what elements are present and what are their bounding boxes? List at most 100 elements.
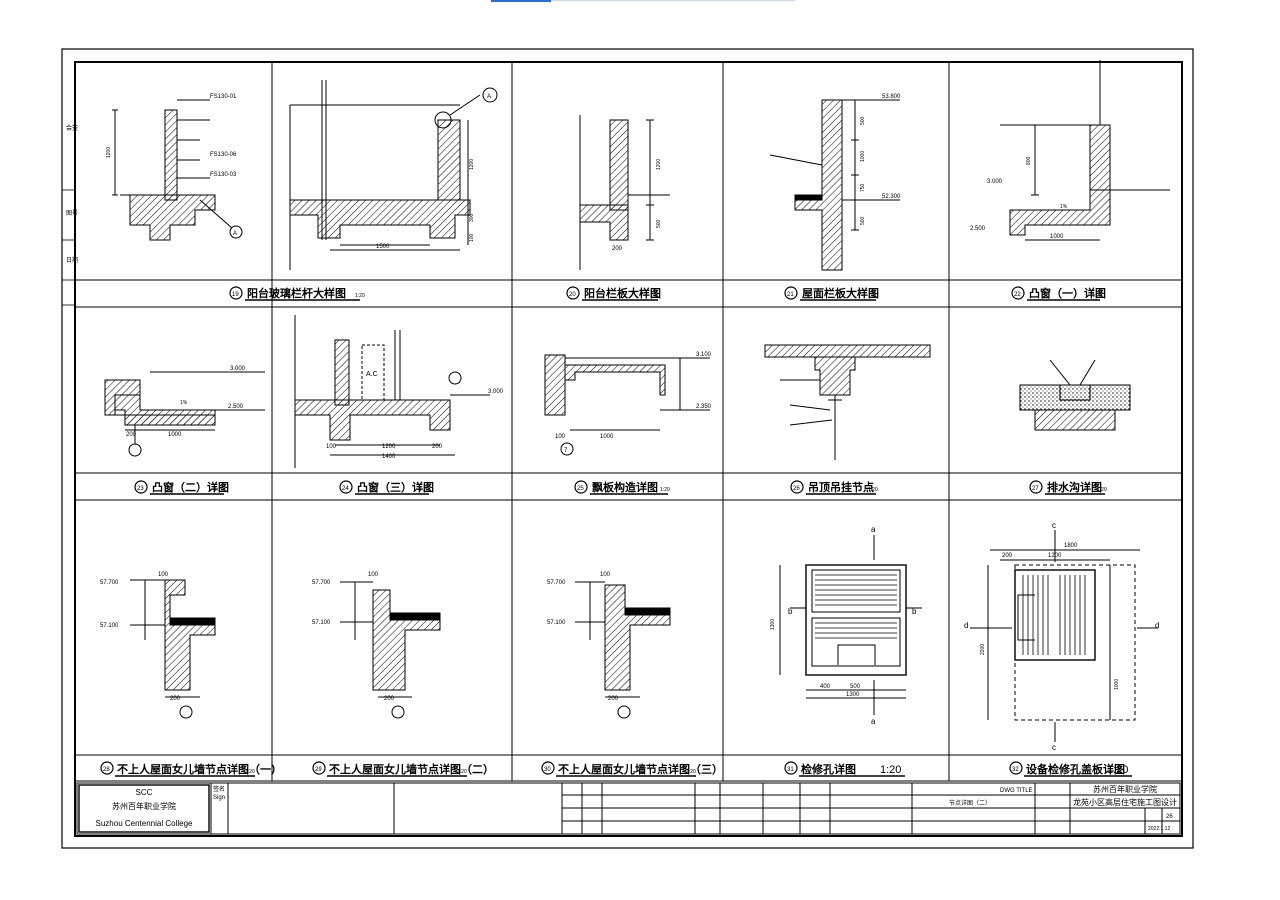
t20-scale: 1:20: [650, 293, 660, 299]
d2-dim-3: 100: [469, 233, 475, 242]
d14-dim-4: 1300: [770, 619, 776, 630]
detail-22-drawing: [769, 99, 900, 271]
d8-axis: 7: [564, 448, 568, 454]
d1-label-3: FS130-03: [210, 172, 237, 178]
d13-dim-2: 200: [608, 696, 619, 702]
t30-title: 不上人屋面女儿墙节点详图（三）: [558, 762, 723, 776]
detail-32-drawing: [970, 530, 1158, 742]
inner-frame: [74, 61, 1183, 837]
client-name: 苏州百年职业学院: [1093, 784, 1157, 794]
t26-title: 吊顶吊挂节点: [808, 480, 874, 494]
sheet-date: 2022.1.12: [1148, 826, 1170, 832]
t29-title: 不上人屋面女儿墙节点详图（二）: [329, 762, 494, 776]
sheet-number: 26: [1166, 814, 1173, 820]
d15-dim-1: 1800: [1064, 543, 1078, 549]
d12-elev-2: 57.100: [312, 620, 331, 626]
d14-dim-3: 500: [850, 684, 861, 690]
d6-dim-2: 200: [126, 432, 137, 438]
strip-label-3: 日期: [66, 256, 78, 264]
d14-dim-2: 400: [820, 684, 831, 690]
d4-dim-1: 500: [860, 116, 866, 125]
d7-dim-2: 1400: [382, 454, 396, 460]
d11-elev-1: 57.700: [100, 580, 119, 586]
d15-sec-c-top: c: [1052, 521, 1056, 530]
t32-scale: 1:20: [1107, 764, 1128, 776]
row1-titles: 19 阳台玻璃栏杆大样图 1:20 20 阳台栏板大样图 1:20 21 屋面栏…: [229, 286, 1106, 301]
project-name: 龙苑小区高层住宅施工图设计: [1073, 797, 1177, 807]
t30-num: 30: [544, 767, 551, 773]
t20-title: 阳台栏板大样图: [584, 286, 661, 300]
t19-num: 19: [232, 292, 239, 298]
detail-21-drawing: [579, 115, 670, 270]
d15-sec-d-left: d: [964, 621, 968, 630]
t22-title: 凸窗（一）详图: [1029, 286, 1106, 300]
d14-sec-b-right: b: [912, 607, 917, 616]
t28-title: 不上人屋面女儿墙节点详图（一）: [117, 762, 282, 776]
sign-label-en: Sign: [213, 795, 225, 801]
t24-scale: 1:20: [419, 487, 429, 493]
t19-scale: 1:20: [355, 293, 365, 299]
t30-scale: 1:20: [686, 769, 696, 775]
d4-dim-4: 500: [860, 216, 866, 225]
d7-dim-4: 100: [326, 444, 337, 450]
d11-dim-2: 200: [170, 696, 181, 702]
d8-dim-2: 100: [555, 434, 566, 440]
t29-num: 29: [315, 767, 322, 773]
t22-scale: 1:20: [1092, 293, 1102, 299]
detail-30-drawing: [575, 581, 671, 719]
d1-dim: 1200: [106, 147, 112, 158]
detail-28-drawing: [130, 579, 216, 719]
row2-titles: 23 凸窗（二）详图 1:20 24 凸窗（三）详图 1:20 25 飘板构造详…: [134, 480, 1107, 495]
d15-sec-c-bottom: c: [1052, 743, 1056, 752]
t31-scale: 1:20: [880, 764, 901, 776]
d6-dim-1: 1000: [168, 432, 182, 438]
t23-num: 23: [137, 486, 144, 492]
d13-elev-1: 57.700: [547, 580, 566, 586]
d1-label-2: FS130-06: [210, 152, 237, 158]
detail-26-drawing: [764, 344, 931, 460]
d2-axis: A: [487, 94, 491, 100]
t29-scale: 1:20: [457, 769, 467, 775]
d14-sec-a-bottom: a: [871, 717, 876, 726]
t21-scale: 1:20: [868, 293, 878, 299]
d6-slope: 1%: [180, 400, 188, 406]
t28-scale: 1:20: [245, 769, 255, 775]
d6-elev-1: 3.000: [230, 366, 246, 372]
d12-dim-1: 100: [368, 572, 379, 578]
detail-grid: [75, 62, 1182, 782]
detail-27-drawing: [1019, 359, 1131, 431]
d5-dim-1: 1000: [1050, 234, 1064, 240]
t26-num: 26: [793, 486, 800, 492]
d3-dim-3: 200: [612, 246, 623, 252]
t31-num: 31: [787, 767, 794, 773]
d5-dim-2: 800: [1026, 156, 1032, 165]
t25-num: 25: [577, 486, 584, 492]
d4-dim-2: 1000: [860, 151, 866, 162]
d8-elev-2: 2.350: [696, 404, 712, 410]
t24-num: 24: [342, 486, 349, 492]
t21-num: 21: [787, 292, 794, 298]
detail-23-drawing: [104, 371, 265, 457]
school-name-en: Suzhou Centennial College: [96, 819, 194, 828]
detail-31-drawing: [779, 535, 922, 715]
t24-title: 凸窗（三）详图: [357, 480, 434, 494]
t25-scale: 1:20: [660, 487, 670, 493]
strip-label-2: 图号: [66, 210, 78, 217]
drawing-title: 节点详图（二）: [949, 799, 991, 807]
t26-scale: 1:20: [868, 487, 878, 493]
t21-title: 屋面栏板大样图: [802, 286, 879, 300]
d14-dim-1: 1300: [846, 692, 860, 698]
d7-label: A.C: [366, 371, 378, 378]
title-block: [76, 782, 1181, 835]
d15-sec-d-right: d: [1155, 621, 1159, 630]
strip-label-1: 会签: [66, 124, 78, 132]
d3-dim-1: 1200: [656, 159, 662, 170]
d8-dim-1: 1000: [600, 434, 614, 440]
d8-elev-1: 3.100: [696, 352, 712, 358]
detail-29-drawing: [340, 581, 441, 719]
school-name-cn: 苏州百年职业学院: [112, 801, 176, 811]
d12-elev-1: 57.700: [312, 580, 331, 586]
outer-frame: [61, 48, 1194, 849]
d14-sec-b-left: b: [788, 607, 793, 616]
d15-dim-5: 1000: [1114, 679, 1120, 690]
